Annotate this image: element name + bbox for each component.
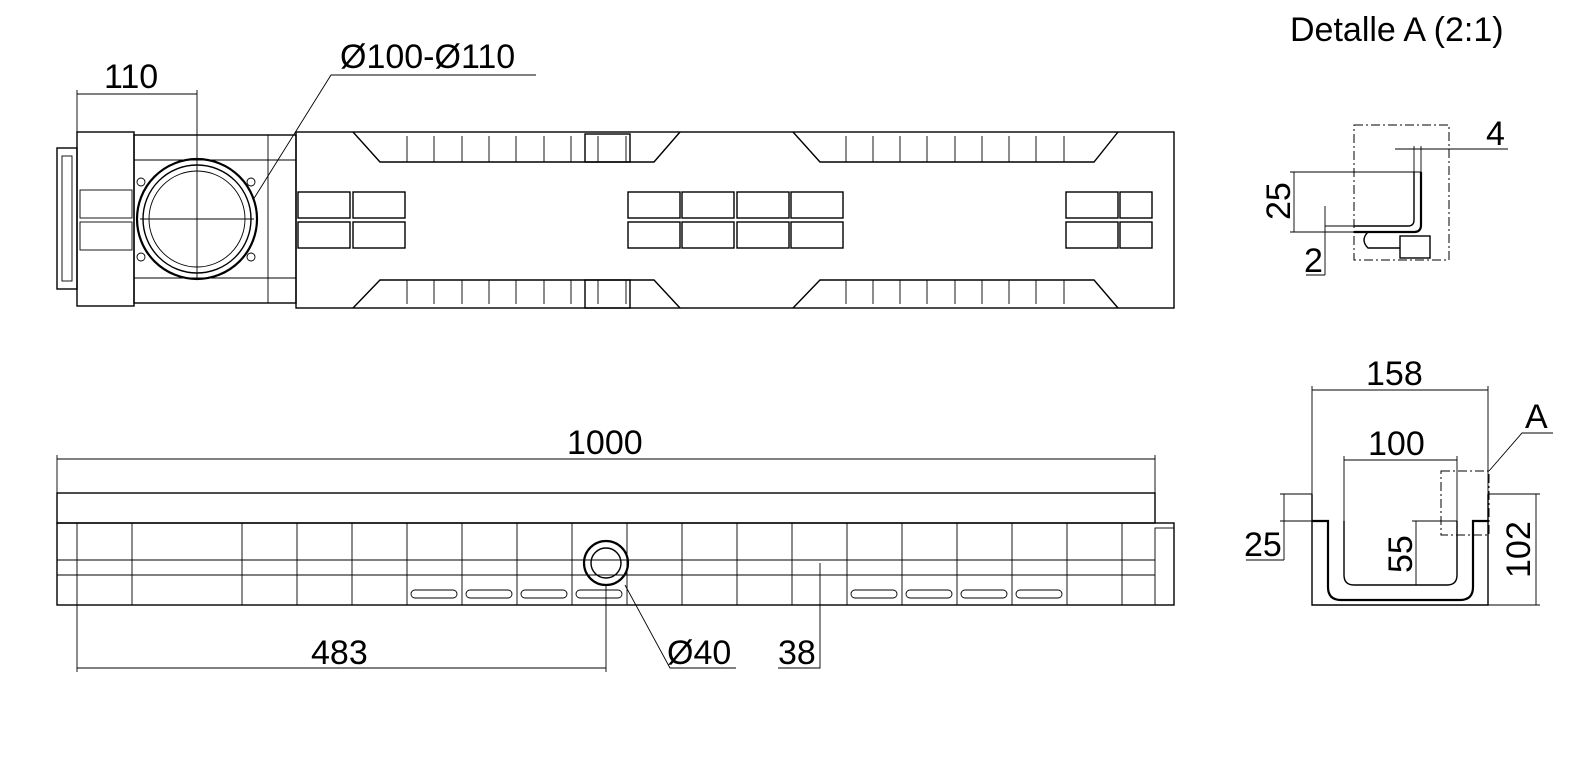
dim-pipe-diameter: Ø100-Ø110 (340, 38, 515, 76)
dim-top-width: 110 (104, 58, 158, 96)
dim-height: 102 (1500, 521, 1538, 578)
detail-marker: A (1525, 398, 1548, 436)
dim-outlet-position: 483 (311, 634, 368, 672)
dim-inner-width: 100 (1368, 425, 1425, 463)
dim-outer-width: 158 (1366, 355, 1423, 393)
dim-lip: 25 (1260, 182, 1298, 220)
dim-slot: 38 (778, 634, 816, 672)
dim-length: 1000 (567, 424, 643, 462)
top-view: 110 Ø100-Ø110 (56, 38, 1175, 309)
dim-inner-depth: 55 (1382, 535, 1420, 573)
detail-view: 4 25 2 (1260, 115, 1508, 280)
detail-title: Detalle A (2:1) (1290, 11, 1504, 49)
dim-gap: 2 (1304, 242, 1323, 280)
dim-thickness: 4 (1486, 115, 1505, 153)
side-view: 1000 483 Ø40 38 (56, 424, 1175, 672)
section-view: 158 100 A 25 55 102 (1244, 355, 1553, 606)
dim-flange: 25 (1244, 526, 1282, 564)
dim-outlet-diameter: Ø40 (667, 634, 731, 672)
